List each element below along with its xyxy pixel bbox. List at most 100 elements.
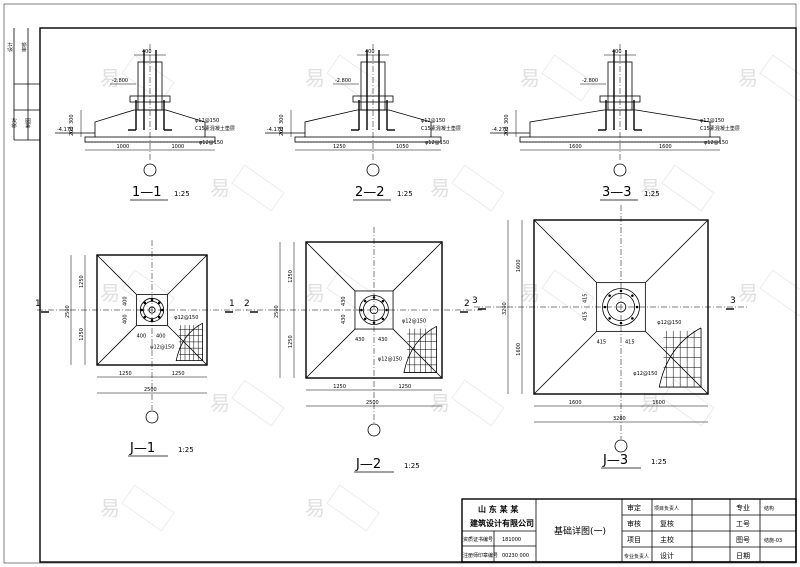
rebar-cutout xyxy=(658,327,702,388)
plan-scale: 1:25 xyxy=(404,462,420,470)
title-block: 山 东 某 某 建筑设计有限公司 资质证书编号 181000 注册师印章编号 0… xyxy=(461,498,797,563)
rebar-note-2: C15素混凝土垫层 xyxy=(700,125,740,132)
axis-bubble xyxy=(367,423,381,437)
slope-line xyxy=(645,219,709,283)
dim-pier-a: 400 xyxy=(137,333,147,339)
vdim-bottom: 1600 xyxy=(516,343,522,356)
elevation-label: -2.800 xyxy=(582,78,598,84)
watermark-mark xyxy=(759,269,800,317)
watermark-mark xyxy=(231,164,285,212)
cut-mark-left: 3 xyxy=(472,296,478,306)
dim-half-left: 1250 xyxy=(333,384,346,390)
rebar-note-2: φ12@150 xyxy=(633,371,657,377)
watermark-mark xyxy=(451,164,505,212)
watermark-glyph: 易 xyxy=(430,176,450,200)
left-strip-label-4: 制图 xyxy=(25,118,32,128)
rebar-note-2: C15素混凝土垫层 xyxy=(195,125,235,132)
watermark-glyph: 易 xyxy=(738,281,758,305)
watermark-mark xyxy=(326,269,380,317)
vdim-pier-a: 430 xyxy=(341,296,347,306)
dim-left: 1600 xyxy=(569,144,582,150)
anchor-bolt-dot xyxy=(608,294,611,297)
rebar-note-1: φ12@150 xyxy=(421,118,445,124)
tb-right-value-3: 结施-03 xyxy=(764,537,782,544)
rebar-note: φ12@150 xyxy=(657,320,681,326)
company-name-line1: 山 东 某 某 xyxy=(478,504,519,514)
dim-total: 3200 xyxy=(613,416,626,422)
dim-left: 1000 xyxy=(117,144,130,150)
vdim-pier-b: 430 xyxy=(341,314,347,324)
anchor-bolt-dot xyxy=(372,321,376,324)
dim-pier-a: 430 xyxy=(355,337,365,343)
anchor-bolt-dot xyxy=(143,301,147,305)
watermark-mark xyxy=(231,379,285,427)
anchor-bolt-dot xyxy=(157,315,161,319)
slope-line xyxy=(167,254,208,295)
vdim-pier-a: 415 xyxy=(583,293,589,303)
anchor-bolt-dot xyxy=(363,299,367,303)
vdim-pier-a: 400 xyxy=(123,296,129,306)
dim-pier-b: 400 xyxy=(156,333,166,339)
tb-right-value-1: 结构 xyxy=(764,505,774,512)
anchor-bolt-dot xyxy=(631,317,634,320)
check-label: 注册师印章编号 xyxy=(463,552,498,559)
watermark-mark xyxy=(541,54,595,102)
rebar-note-3: φ12@150 xyxy=(704,140,728,146)
drawing-name: 基础详图(一) xyxy=(554,525,606,537)
watermark-glyph: 易 xyxy=(640,176,660,200)
slope-line xyxy=(96,325,137,366)
anchor-bolt-dot xyxy=(603,305,607,309)
watermark-mark xyxy=(541,269,595,317)
watermark-glyph: 易 xyxy=(210,391,230,415)
anchor-bolt-dot xyxy=(635,305,639,309)
rebar-cutout xyxy=(175,322,203,361)
plan-scale: 1:25 xyxy=(651,458,667,466)
watermark-glyph: 易 xyxy=(738,66,758,90)
vdim-upper: 300 xyxy=(504,114,510,124)
slope-line xyxy=(305,241,356,292)
vdim-total: 2500 xyxy=(65,305,71,318)
dim-right: 1050 xyxy=(396,144,409,150)
vdim-bottom: 1250 xyxy=(288,335,294,348)
watermark-glyph: 易 xyxy=(100,496,120,520)
dim-half-right: 1250 xyxy=(172,371,185,377)
dim-half-right: 1250 xyxy=(398,384,411,390)
vdim-top: 1250 xyxy=(79,275,85,288)
vdim-lower: 200 xyxy=(504,126,510,136)
slope-line xyxy=(392,241,443,292)
vdim-bottom: 1250 xyxy=(79,328,85,341)
dim-pier-a: 415 xyxy=(597,339,607,345)
rebar-note-3: φ12@150 xyxy=(425,140,449,146)
watermark-mark xyxy=(326,54,380,102)
section-title: 3—3 xyxy=(602,185,632,200)
dim-pier-b: 430 xyxy=(378,337,388,343)
dim-total: 2500 xyxy=(366,400,379,406)
watermark-glyph: 易 xyxy=(430,391,450,415)
watermark-glyph: 易 xyxy=(100,281,120,305)
dim-right: 1600 xyxy=(659,144,672,150)
rebar-note-1: φ12@150 xyxy=(195,118,219,124)
axis-bubble xyxy=(145,410,159,424)
vdim-pier-b: 400 xyxy=(123,314,129,324)
watermark-glyph: 易 xyxy=(305,496,325,520)
bedding-layer xyxy=(294,136,442,143)
vdim-total: 2500 xyxy=(274,305,280,318)
tb-role-3: 项目 xyxy=(627,536,641,544)
anchor-bolt-dot xyxy=(143,315,147,319)
vdim-lower: 200 xyxy=(69,126,75,136)
section-scale: 1:25 xyxy=(644,190,660,198)
footing-outline xyxy=(304,109,432,137)
axis-bubble xyxy=(143,163,157,177)
slope-line xyxy=(533,331,597,395)
vdim-upper: 300 xyxy=(279,114,285,124)
elevation-label-2: -4.170 xyxy=(57,127,73,133)
dim-pier-b: 415 xyxy=(625,339,635,345)
rebar-note-1: φ12@150 xyxy=(700,118,724,124)
watermark-glyph: 易 xyxy=(520,281,540,305)
cut-mark-right: 3 xyxy=(730,296,736,306)
